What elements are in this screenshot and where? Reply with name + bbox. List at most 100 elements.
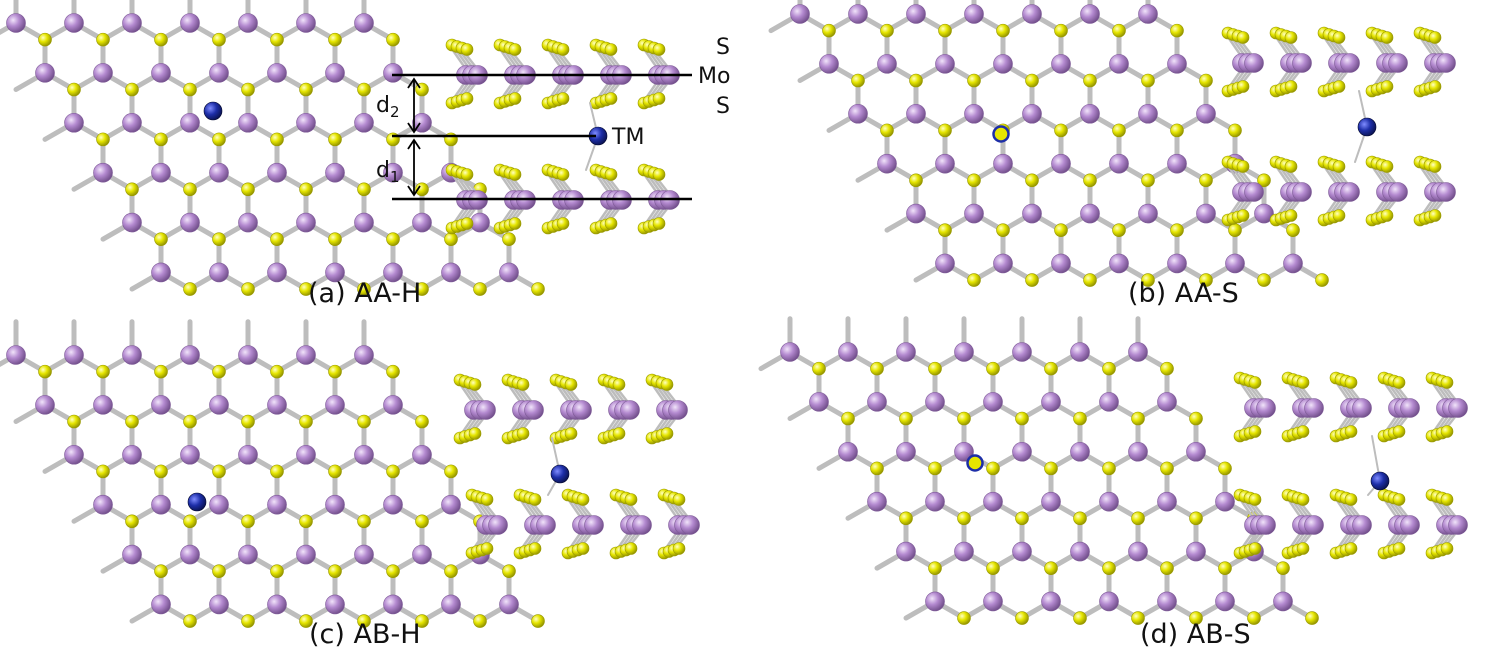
s-atom (212, 132, 226, 147)
mo-atom (209, 262, 229, 283)
s-atom (1131, 611, 1145, 625)
mo-atom (1051, 253, 1071, 274)
s-atom (1286, 223, 1300, 237)
mos2-layer (1221, 155, 1456, 227)
s-atom (270, 464, 284, 479)
mo-atom (122, 345, 142, 365)
mo-atom (1340, 53, 1360, 73)
mo-atom (325, 494, 345, 515)
s-atom (357, 414, 371, 429)
s-atom (1131, 511, 1145, 526)
s-atom (556, 43, 570, 56)
s-atom (1170, 123, 1184, 138)
mo-atom (1167, 153, 1187, 174)
s-atom (928, 561, 942, 575)
mo-atom (848, 103, 868, 124)
s-atom (928, 461, 942, 476)
s-atom (357, 282, 371, 296)
mo-atom (35, 395, 55, 415)
mo-atom (790, 4, 810, 24)
s-atom (1112, 23, 1126, 38)
mos2-layer (1233, 371, 1468, 443)
mo-atom (354, 212, 374, 233)
s-atom (299, 182, 313, 197)
d2-arrow-head-top (407, 77, 421, 89)
mo-atom (412, 444, 432, 465)
mo-atom (1070, 541, 1090, 562)
mo-atom (780, 342, 800, 362)
mo-atom (1167, 54, 1187, 74)
s-atom (270, 364, 284, 379)
mo-atom (896, 342, 916, 362)
mo-atom (1070, 342, 1090, 362)
mo-atom (383, 262, 403, 283)
s-atom (1073, 511, 1087, 526)
s-atom (1044, 461, 1058, 476)
mo-atom (296, 444, 316, 465)
s-atom (1112, 123, 1126, 138)
mo-atom (383, 162, 403, 183)
s-atom (576, 542, 590, 555)
mo-atom (383, 63, 403, 83)
mo-atom (1099, 591, 1119, 612)
s-atom (1199, 273, 1213, 287)
s-atom (604, 92, 618, 105)
mo-atom (1254, 203, 1274, 224)
mo-atom (524, 400, 544, 420)
mo-atom (809, 392, 829, 412)
s-atom (1015, 611, 1029, 625)
mo-atom (151, 262, 171, 283)
mos2-layer (1233, 488, 1468, 560)
mo-atom (1157, 392, 1177, 412)
mo-atom (1041, 392, 1061, 412)
mo-atom (383, 594, 403, 615)
s-atom (1248, 493, 1262, 506)
mo-atom (1080, 103, 1100, 124)
mo-atom (906, 103, 926, 124)
s-atom (1248, 425, 1262, 438)
s-atom (996, 223, 1010, 237)
mo-atom (1041, 491, 1061, 512)
panel-d-top-view (758, 316, 1319, 625)
mo-atom (296, 212, 316, 233)
s-atom (508, 168, 522, 181)
s-atom (870, 461, 884, 476)
s-atom (386, 464, 400, 479)
mo-atom (1109, 253, 1129, 274)
s-atom (1344, 425, 1358, 438)
s-atom (1054, 223, 1068, 237)
mo-atom (1352, 515, 1372, 535)
mo-atom (877, 153, 897, 174)
s-atom (1102, 361, 1116, 376)
mo-atom (1400, 398, 1420, 418)
s-atom (1332, 31, 1346, 44)
s-atom (1380, 31, 1394, 44)
panel-c-top-view (0, 319, 545, 628)
tm-atom (1370, 471, 1390, 491)
s-atom (1025, 273, 1039, 287)
s-atom (1228, 123, 1242, 138)
mo-atom (296, 13, 316, 33)
mo-atom (93, 494, 113, 515)
mo-atom (1304, 515, 1324, 535)
label-s-bottom: S (716, 94, 730, 119)
s-atom (1284, 209, 1298, 222)
mo-atom (441, 262, 461, 283)
mo-atom (1051, 153, 1071, 174)
s-atom (96, 364, 110, 379)
s-atom (508, 92, 522, 105)
mo-atom (151, 395, 171, 415)
label-tm: TM (611, 125, 644, 150)
s-atom (967, 173, 981, 188)
s-atom (1054, 123, 1068, 138)
s-atom (125, 414, 139, 429)
mo-atom (1012, 541, 1032, 562)
s-atom (270, 232, 284, 246)
s-atom (556, 217, 570, 230)
mo-atom (354, 112, 374, 133)
s-atom (1189, 411, 1203, 426)
mo-atom (1388, 53, 1408, 73)
mo-atom (180, 544, 200, 565)
tm-atom (187, 492, 207, 512)
